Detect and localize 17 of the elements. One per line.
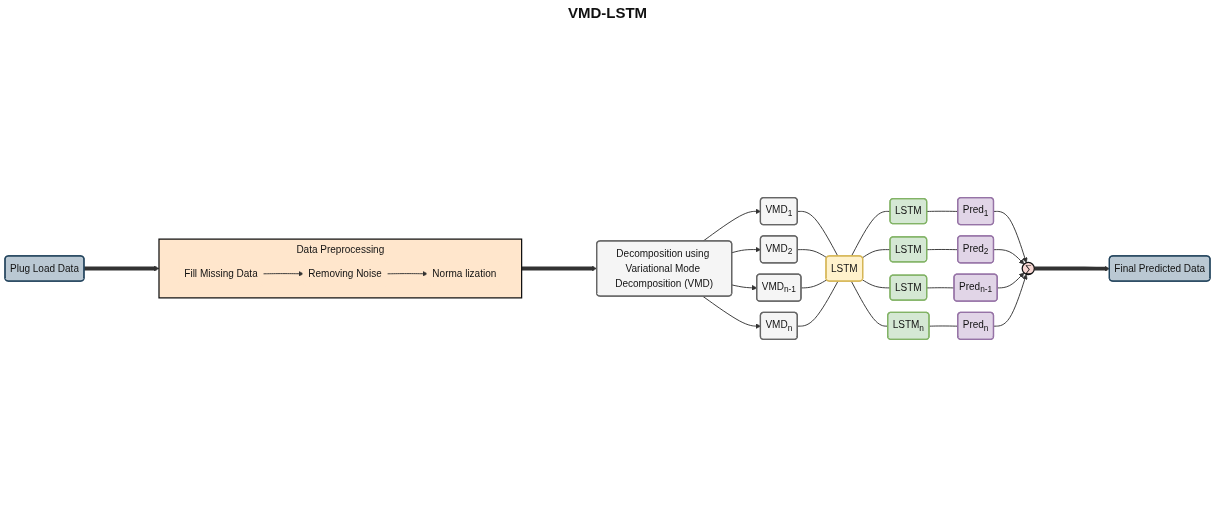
arrow <box>83 265 160 272</box>
arrow <box>1034 265 1110 272</box>
connector <box>850 280 889 327</box>
node-circle: ∑ <box>1021 261 1035 276</box>
node-text: Norma lization <box>432 267 497 279</box>
connector <box>800 279 828 289</box>
connector <box>862 279 891 289</box>
connector <box>926 287 955 289</box>
connector <box>862 249 891 259</box>
connector <box>797 210 839 257</box>
group-heading: VMD-LSTM <box>567 4 648 21</box>
node-text: Fill Missing Data <box>184 267 258 279</box>
connector <box>850 210 891 257</box>
connector <box>797 249 828 259</box>
node-text: Removing Noise <box>308 267 382 279</box>
connector <box>797 280 839 327</box>
arrow <box>521 265 597 272</box>
